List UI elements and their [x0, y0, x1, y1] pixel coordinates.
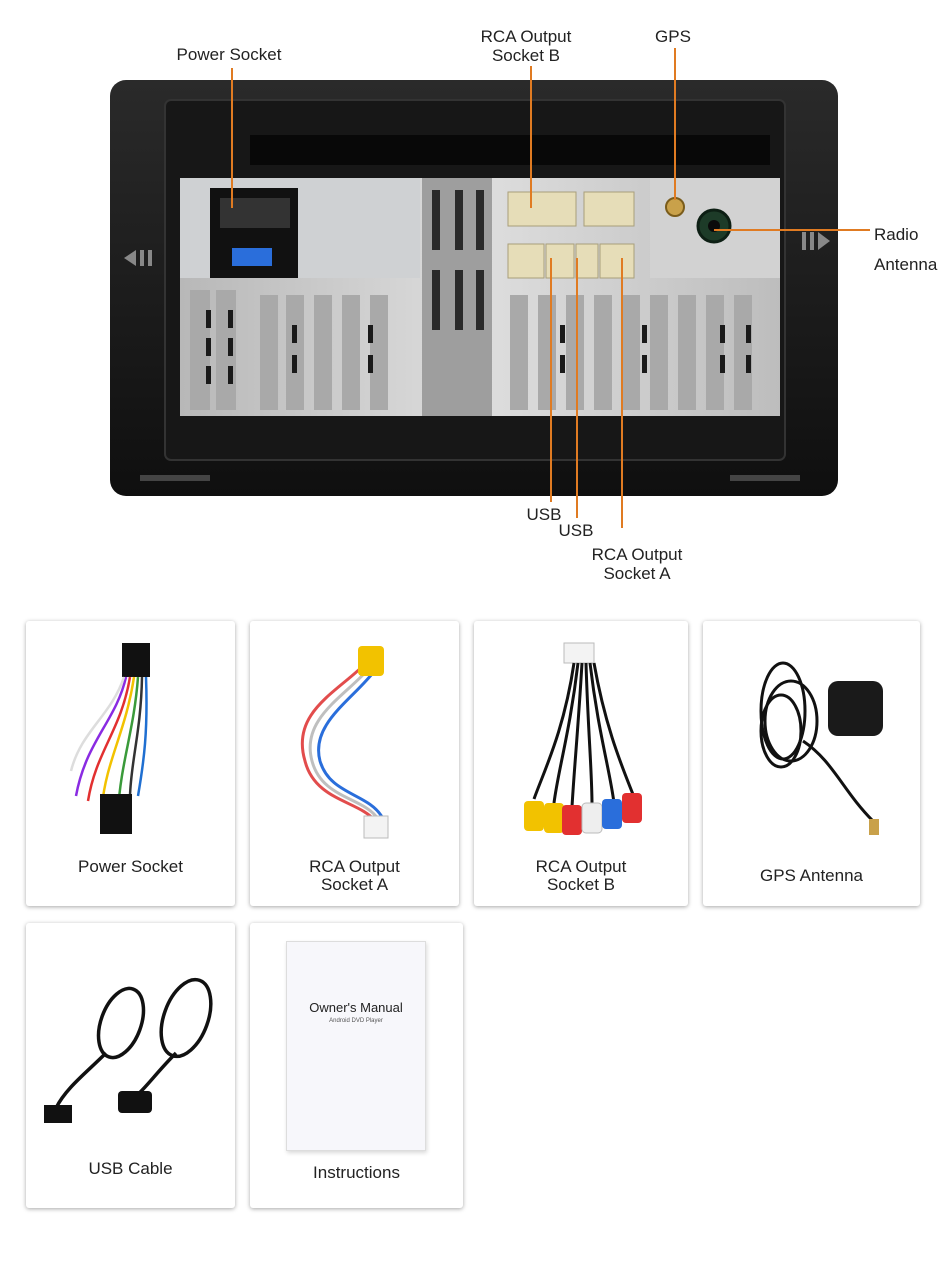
accessory-card-usb-cable: USB Cable: [26, 923, 235, 1208]
accessory-label-rca-output-a: RCA Output Socket A: [250, 858, 459, 894]
manual-subtitle: Android DVD Player: [329, 1018, 383, 1024]
accessory-label-instructions-line1: Instructions: [313, 1163, 400, 1182]
callout-radio-line2: Antenna: [874, 255, 938, 274]
accessory-card-power-socket: Power Socket: [26, 621, 235, 906]
callout-usb-2: USB: [558, 521, 594, 540]
accessory-card-gps-antenna: GPS Antenna: [703, 621, 920, 906]
accessory-card-instructions: Owner's Manual Android DVD Player Instru…: [250, 923, 463, 1208]
gps-antenna-icon: [759, 661, 883, 835]
callout-rca-output-b-line2: Socket B: [491, 46, 561, 65]
callout-rca-output-a-line2: Socket A: [603, 564, 671, 583]
callout-usb-1: USB: [526, 505, 562, 524]
accessory-label-rca-a-line2: Socket A: [320, 875, 389, 894]
callout-rca-output-b: RCA Output Socket B: [468, 27, 584, 65]
callout-line-rca-a: [621, 258, 623, 528]
callout-gps: GPS: [655, 27, 691, 46]
callout-line-radio: [714, 229, 870, 231]
accessory-label-power-socket-line1: Power Socket: [78, 857, 183, 876]
callout-line-power: [231, 68, 233, 208]
accessory-label-gps-antenna: GPS Antenna: [703, 867, 920, 885]
callout-line-usb-2: [576, 258, 578, 518]
accessory-label-instructions: Instructions: [250, 1164, 463, 1182]
manual-title: Owner's Manual: [309, 1000, 403, 1015]
callout-line-usb-1: [550, 258, 552, 502]
callout-rca-output-a-line1: RCA Output: [591, 545, 683, 564]
accessory-label-power-socket: Power Socket: [26, 858, 235, 876]
accessory-label-rca-a-line1: RCA Output: [309, 857, 400, 876]
rca-cable-b-icon: [524, 642, 642, 835]
accessory-card-rca-output-a: RCA Output Socket A: [250, 621, 459, 906]
accessory-card-rca-output-b: RCA Output Socket B: [474, 621, 688, 906]
accessory-label-usb-line1: USB Cable: [88, 1159, 173, 1178]
head-unit-rear-view: [110, 80, 840, 498]
accessory-label-usb-cable: USB Cable: [26, 1160, 235, 1178]
accessory-label-rca-b-line2: Socket B: [546, 875, 616, 894]
callout-line-rca-b: [530, 66, 532, 208]
callout-radio-line1: Radio: [874, 225, 919, 244]
callout-radio-antenna: Radio Antenna: [874, 220, 937, 280]
rca-cable-a-icon: [300, 646, 389, 839]
usb-cable-icon: [44, 977, 213, 1123]
callout-line-gps: [674, 48, 676, 200]
callout-rca-output-a: RCA Output Socket A: [578, 545, 696, 583]
accessory-label-rca-b-line1: RCA Output: [535, 857, 627, 876]
accessory-label-rca-output-b: RCA Output Socket B: [474, 858, 688, 894]
head-unit-illustration: [110, 80, 838, 496]
callout-rca-output-b-line1: RCA Output: [480, 27, 572, 46]
manual-icon: Owner's Manual Android DVD Player: [286, 941, 426, 1151]
accessory-label-gps-line1: GPS Antenna: [759, 866, 864, 885]
power-harness-icon: [69, 643, 150, 834]
callout-power-socket: Power Socket: [176, 45, 282, 64]
